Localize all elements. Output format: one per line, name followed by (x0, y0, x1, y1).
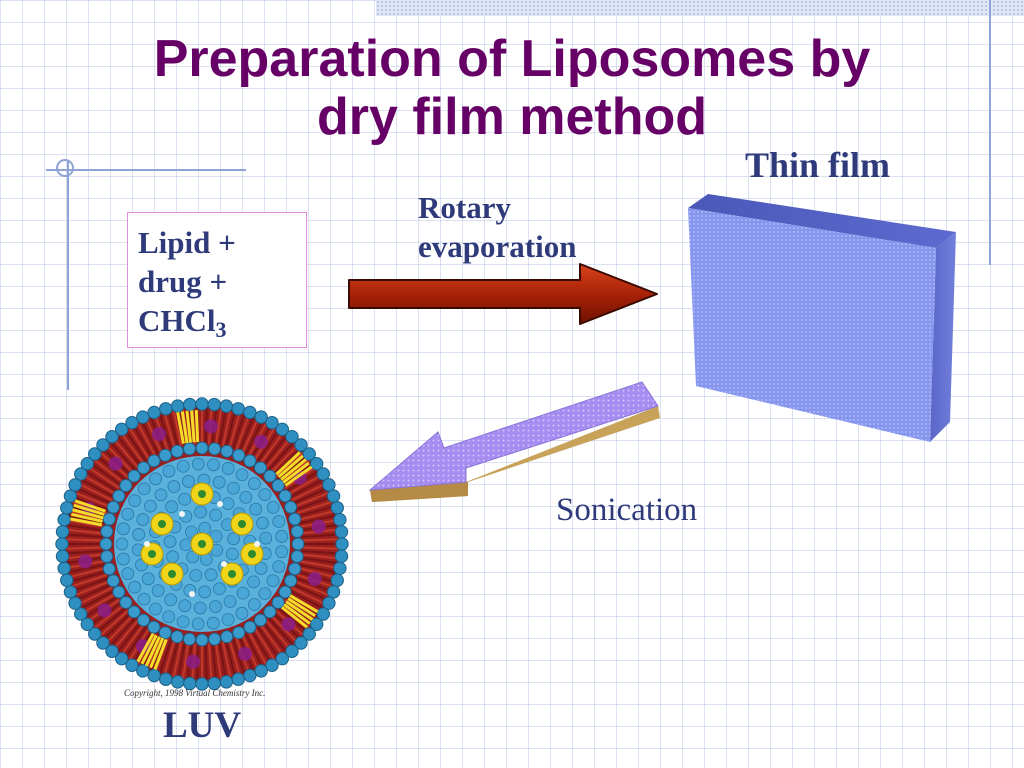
copyright-text: Copyright, 1998 Virtual Chemistry Inc. (124, 688, 266, 698)
title-line-2: dry film method (316, 88, 708, 146)
left-decor-circle (56, 159, 74, 177)
rotary-label-line-2: evaporation (418, 229, 577, 264)
ingredient-lipid: Lipid + (138, 225, 236, 260)
right-arrow-icon (348, 263, 658, 325)
slide-title: Preparation of Liposomes by dry film met… (60, 30, 964, 146)
right-decor-rule (989, 0, 991, 265)
left-decor-rule-horizontal (46, 169, 246, 171)
rotary-evaporation-label: Rotary evaporation (418, 188, 576, 266)
chcl-base: CHCl (138, 303, 216, 338)
ingredients-box: Lipid + drug + CHCl3 (127, 212, 307, 348)
sonication-label: Sonication (556, 492, 698, 528)
luv-label: LUV (163, 705, 242, 746)
ingredient-drug: drug + (138, 264, 228, 299)
title-line-1: Preparation of Liposomes by (153, 30, 871, 88)
left-decor-rule-vertical (67, 160, 69, 390)
thin-film-label: Thin film (745, 145, 891, 185)
top-decor-band (376, 0, 1024, 16)
chcl-subscript: 3 (215, 317, 227, 342)
liposome-icon (55, 397, 349, 691)
film-block-icon (688, 194, 956, 442)
rotary-label-line-1: Rotary (418, 190, 511, 225)
down-left-arrow-icon (368, 381, 660, 502)
ingredient-chloroform: CHCl3 (138, 301, 296, 342)
